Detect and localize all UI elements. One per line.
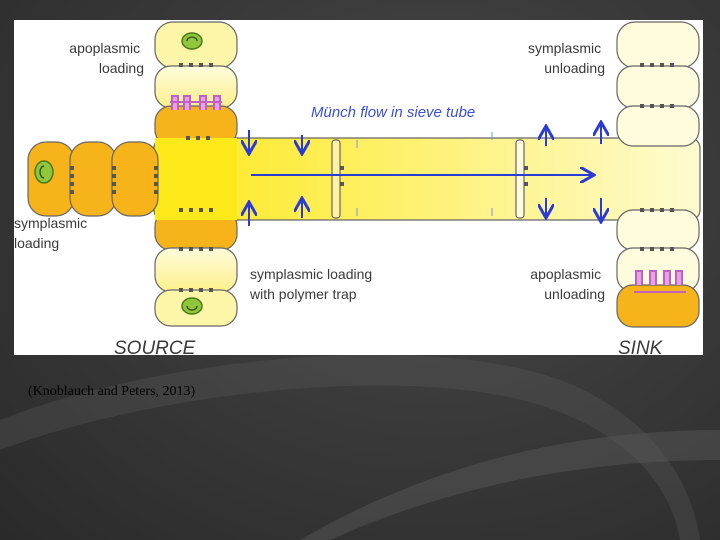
sink-upper-cells xyxy=(616,21,700,147)
source-label: SOURCE xyxy=(114,338,196,355)
figure-caption: (Knoblauch and Peters, 2013) xyxy=(28,384,196,399)
polymer-trap-label: symplasmic loading with polymer trap xyxy=(249,266,376,302)
symplasmic-loading-label: symplasmic loading xyxy=(14,215,91,251)
plastid-icons xyxy=(34,32,203,315)
apoplasmic-loading-label: apoplasmic loading xyxy=(69,40,144,76)
sink-lower-cells xyxy=(616,209,700,328)
symplasmic-unloading-label: symplasmic unloading xyxy=(528,40,605,76)
transporter-proteins xyxy=(170,95,686,293)
sink-label: SINK xyxy=(618,338,664,355)
plasmodesmata xyxy=(70,63,213,292)
munch-flow-label: Münch flow in sieve tube xyxy=(311,104,475,121)
phloem-transport-diagram: apoplasmic loading symplasmic unloading … xyxy=(14,20,703,355)
apoplasmic-unloading-label: apoplasmic unloading xyxy=(530,266,605,302)
source-companion-cell xyxy=(155,138,237,220)
source-mesophyll-cells xyxy=(27,141,159,217)
sieve-plates xyxy=(331,139,525,219)
flow-arrows xyxy=(249,124,601,226)
